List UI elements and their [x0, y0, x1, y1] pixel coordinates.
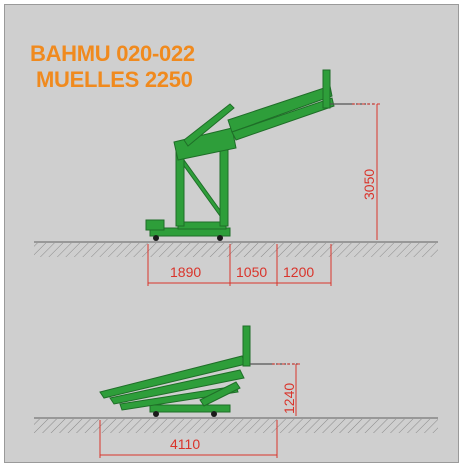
ground-line-bottom [34, 417, 438, 433]
wheels-extended [153, 235, 223, 241]
title-line-reach: MUELLES 2250 [36, 67, 193, 92]
label-height-extended: 3050 [361, 169, 377, 200]
dimension-height-folded [272, 363, 300, 416]
dimension-offsets-top [147, 244, 332, 286]
title-line-model: BAHMU 020-022 [30, 41, 195, 66]
label-offset-mid: 1050 [236, 264, 267, 280]
label-length-folded: 4110 [170, 436, 200, 452]
basket-stand-folded [99, 325, 251, 413]
diagram-title: BAHMU 020-022 MUELLES 2250 [30, 41, 195, 93]
ground-line-top [34, 241, 438, 257]
label-offset-reach: 1200 [283, 264, 314, 280]
basket-stand-extended [145, 69, 335, 237]
label-height-folded: 1240 [281, 383, 297, 414]
label-offset-base: 1890 [170, 264, 201, 280]
dimension-height-extended [352, 103, 380, 240]
wheels-folded [153, 411, 217, 417]
dimension-length-folded [99, 420, 278, 458]
